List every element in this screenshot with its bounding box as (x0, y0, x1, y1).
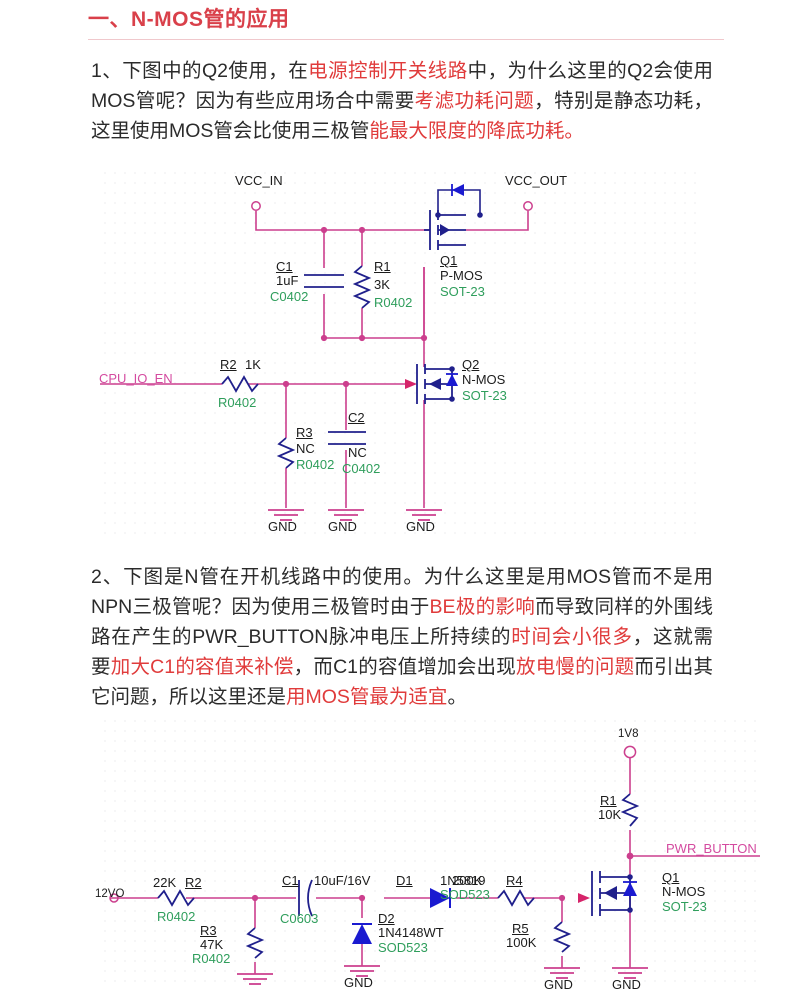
footprint-d2: SOD523 (378, 940, 428, 955)
ground-label: GND (328, 519, 357, 534)
designator-r1: R1 (374, 259, 391, 274)
schematic-2-drawing (109, 745, 760, 985)
schematic-power-on-button: 12VO 1V8 PWR_BUTTON 22K R2 R0402 R3 47K … (95, 716, 760, 992)
port-label-12vo: 12VO (95, 888, 125, 900)
footprint-r3: R0402 (296, 457, 335, 472)
text-run: ，特别是静态功耗，这里使用MOS管会比使用三极管 (91, 90, 713, 142)
value-q1-sch2: N-MOS (662, 884, 706, 899)
text-run: 而引出其它问题，所以这里还是 (91, 656, 713, 708)
value-r4: 200K (452, 873, 483, 888)
designator-c1-sch2: C1 (282, 873, 299, 888)
value-c1-sch2: 10uF/16V (314, 873, 371, 888)
value-q1: P-MOS (440, 268, 483, 283)
designator-q1: Q1 (440, 253, 458, 268)
designator-q1-sch2: Q1 (662, 870, 680, 885)
designator-d2: D2 (378, 911, 395, 926)
designator-d1: D1 (396, 873, 413, 888)
designator-c1: C1 (276, 259, 293, 274)
value-q2: N-MOS (462, 372, 506, 387)
footprint-q2: SOT-23 (462, 388, 507, 403)
footprint-r2-sch2: R0402 (157, 909, 196, 924)
section-heading-block: 一、N-MOS管的应用 (88, 6, 728, 40)
text-run: 2、下图是N管在开机线路中的使用。为什么这里是用MOS管而不是用NPN三极管呢？… (91, 566, 713, 618)
text-run: 中，为什么这里的Q2会使用MOS管呢？因为有些应用场合中需要 (91, 60, 713, 112)
highlighted-text-run: 用MOS管最为适宜 (286, 686, 448, 708)
highlighted-text-run: 能最大限度的降底功耗。 (369, 120, 584, 142)
footprint-q1: SOT-23 (440, 284, 485, 299)
ground-label: GND (612, 977, 641, 992)
designator-r3-sch2: R3 (200, 923, 217, 938)
footprint-q1-sch2: SOT-23 (662, 899, 707, 914)
designator-q2: Q2 (462, 357, 480, 372)
designator-r2-sch2: R2 (185, 875, 202, 890)
text-run: 1、下图中的Q2使用，在 (91, 60, 309, 82)
schematic-1-drawing (100, 184, 533, 521)
footprint-c2: C0402 (342, 461, 381, 476)
value-r5: 100K (506, 935, 537, 950)
value-r2-sch2: 22K (153, 875, 177, 890)
port-label-vcc-out: VCC_OUT (505, 173, 568, 188)
value-r1: 3K (374, 277, 390, 292)
value-d2: 1N4148WT (378, 925, 444, 940)
text-run: 而导致同样的外围线路在产生的PWR_BUTTON脉冲电压上所持续的 (91, 596, 713, 648)
ground-label: GND (544, 977, 573, 992)
ground-label: GND (268, 519, 297, 534)
footprint-r1: R0402 (374, 295, 413, 310)
ground-label: GND (344, 975, 373, 990)
footprint-d1: SOD523 (440, 887, 490, 902)
designator-c2: C2 (348, 410, 365, 425)
paragraph-1: 1、下图中的Q2使用，在电源控制开关线路中，为什么这里的Q2会使用MOS管呢？因… (91, 56, 713, 146)
highlighted-text-run: 考滤功耗问题 (414, 90, 535, 112)
designator-r3: R3 (296, 425, 313, 440)
footprint-r3-sch2: R0402 (192, 951, 231, 966)
heading-divider (88, 39, 724, 40)
paragraph-2: 2、下图是N管在开机线路中的使用。为什么这里是用MOS管而不是用NPN三极管呢？… (91, 562, 713, 712)
footprint-c1-sch2: C0603 (280, 911, 319, 926)
text-run: ，而C1的容值增加会出现 (293, 656, 516, 678)
designator-r2: R2 (220, 357, 237, 372)
value-r2: 1K (245, 357, 261, 372)
value-r1-sch2: 10K (598, 807, 622, 822)
footprint-r2: R0402 (218, 395, 257, 410)
highlighted-text-run: BE极的影响 (429, 596, 536, 618)
net-label-pwr-button: PWR_BUTTON (666, 841, 757, 856)
designator-r1-sch2: R1 (600, 793, 617, 808)
page-title: 一、N-MOS管的应用 (88, 8, 290, 31)
port-label-1v8: 1V8 (618, 728, 639, 740)
designator-r5: R5 (512, 921, 529, 936)
value-c1: 1uF (276, 273, 299, 288)
value-r3-sch2: 47K (200, 937, 224, 952)
port-label-vcc-in: VCC_IN (235, 173, 283, 188)
value-d1: 1N5819 (440, 873, 486, 888)
designator-r4: R4 (506, 873, 523, 888)
schematic-power-control-switch: VCC_IN VCC_OUT CPU_IO_EN C1 1uF C0402 R1… (99, 168, 700, 536)
highlighted-text-run: 时间会小很多 (511, 626, 633, 648)
text-run: ，这就需要 (91, 626, 713, 678)
value-r3: NC (296, 441, 315, 456)
text-run: 。 (447, 686, 467, 708)
highlighted-text-run: 放电慢的问题 (515, 656, 635, 678)
value-c2: NC (348, 445, 367, 460)
ground-label: GND (406, 519, 435, 534)
highlighted-text-run: 加大C1的容值来补偿 (110, 656, 294, 678)
net-label-cpu-io-en: CPU_IO_EN (99, 371, 173, 386)
footprint-c1: C0402 (270, 289, 309, 304)
highlighted-text-run: 电源控制开关线路 (308, 60, 468, 82)
